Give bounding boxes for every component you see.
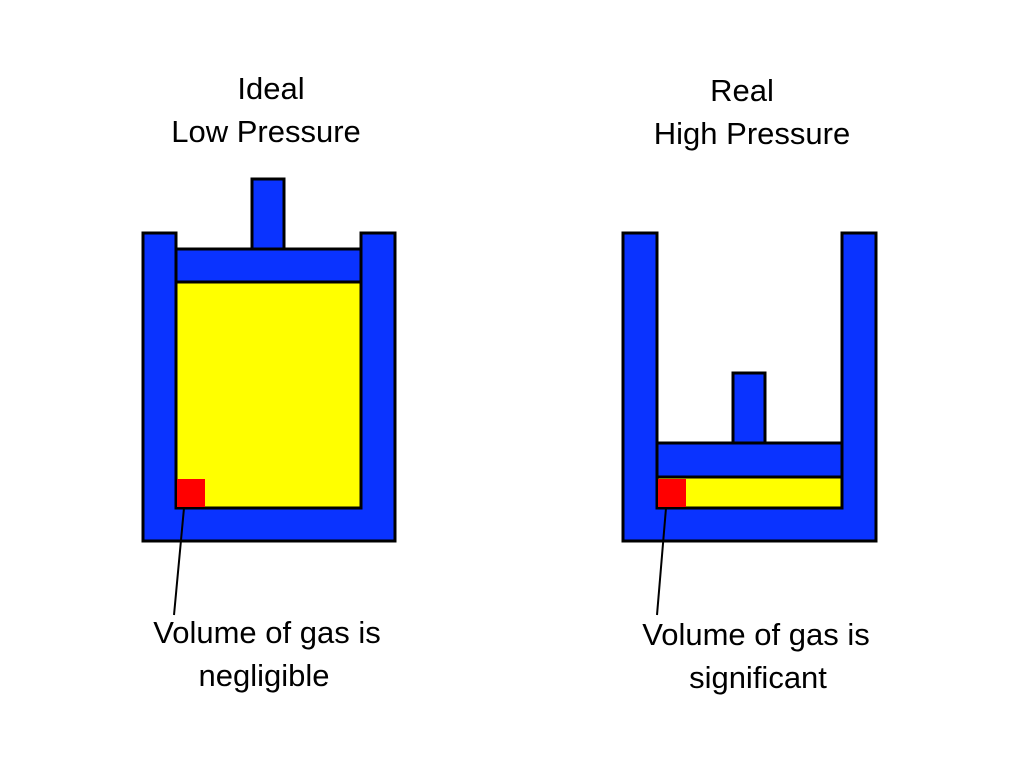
real-gas-volume — [655, 475, 844, 510]
ideal-caption-line1: Volume of gas is — [153, 615, 380, 650]
real-caption-line1: Volume of gas is — [642, 617, 869, 652]
real-piston-rod — [731, 371, 767, 445]
ideal-piston-rod — [250, 177, 286, 251]
real-title-line2: High Pressure — [654, 116, 850, 151]
ideal-leader-line — [173, 507, 185, 616]
ideal-piston-head — [174, 247, 363, 284]
ideal-gas-molecule — [177, 479, 205, 507]
real-cylinder-wall — [621, 231, 878, 543]
real-title-line1: Real — [710, 73, 774, 108]
ideal-caption-line2: negligible — [199, 658, 330, 693]
ideal-title-line2: Low Pressure — [171, 114, 361, 149]
real-leader-line — [656, 507, 667, 616]
real-cylinder-group: Real High Pressure Volume of gas is sign… — [621, 73, 878, 695]
real-gas-molecule — [658, 479, 686, 507]
ideal-cylinder-group: Ideal Low Pressure Volume of gas is negl… — [141, 71, 397, 693]
ideal-title-line1: Ideal — [237, 71, 304, 106]
real-piston-head — [655, 441, 844, 479]
ideal-gas-volume — [174, 280, 363, 510]
real-caption-line2: significant — [689, 660, 827, 695]
